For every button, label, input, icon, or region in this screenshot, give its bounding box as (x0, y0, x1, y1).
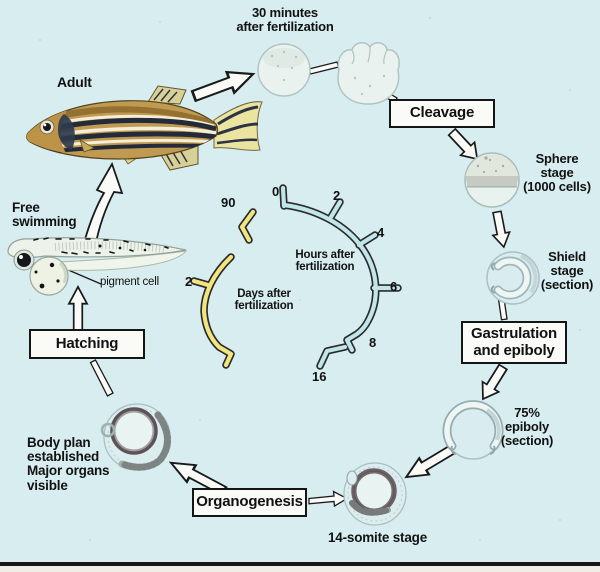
bottom-margin-strip (0, 566, 600, 572)
label-30-minutes: 30 minutes after fertilization (236, 5, 334, 35)
arrow-sphere-to-shield (487, 209, 514, 250)
connector-organogenesis-to-somite (308, 490, 349, 508)
arrow-adult-to-egg (188, 62, 259, 108)
label-free-swimming: Free swimming (12, 200, 77, 230)
days-tick-2: 2 (185, 274, 193, 289)
arrow-gastrulation-to-epiboly (474, 361, 512, 405)
connector-lines (89, 61, 508, 508)
days-tick-90: 90 (221, 195, 236, 210)
hours-tick-2: 2 (333, 188, 341, 203)
sphere-stage-embryo-illustration (464, 152, 520, 208)
hours-tick-4: 4 (377, 225, 385, 240)
label-sphere-stage: Sphere stage (1000 cells) (523, 151, 591, 195)
bodyplan-embryo-illustration (100, 403, 171, 471)
hours-tick-6: 6 (390, 279, 398, 294)
arrow-hatching-to-larva (68, 285, 88, 332)
background-speckles (29, 17, 581, 541)
organogenesis-box: Organogenesis (192, 488, 307, 517)
hours-tick-0: 0 (272, 184, 280, 199)
label-75-epiboly: 75% epiboly (section) (500, 405, 554, 449)
label-adult: Adult (57, 74, 92, 90)
days-arc (190, 208, 257, 369)
hours-axis-label: Hours after fertilization (295, 249, 355, 274)
hatching-box: Hatching (29, 329, 145, 359)
bottom-border-line (0, 562, 600, 566)
arrow-larva-to-adult (82, 161, 124, 249)
cycle-arrows (68, 62, 514, 501)
larva-illustration (7, 237, 188, 296)
gastrulation-box: Gastrulation and epiboly (461, 321, 567, 364)
epiboly-embryo-illustration (442, 400, 504, 460)
label-body-plan: Body plan established Major organs visib… (27, 435, 110, 493)
one-cell-embryo-illustration (257, 43, 311, 97)
connector-hatching-to-bodyplan (89, 359, 114, 397)
hours-tick-16: 16 (312, 369, 327, 384)
cleavage-box: Cleavage (389, 99, 495, 128)
connector-sphere-to-cleavage-embryo (308, 61, 340, 75)
shield-stage-embryo-illustration (486, 251, 540, 305)
days-axis-label: Days after fertilization (234, 288, 294, 313)
adult-fish-illustration (26, 85, 263, 171)
hours-arc (279, 184, 402, 370)
label-pigment-cell: pigment cell (100, 276, 159, 288)
hours-tick-8: 8 (369, 335, 377, 350)
label-shield-stage: Shield stage (section) (540, 249, 594, 293)
somite-embryo-illustration (343, 462, 407, 526)
cleavage-embryo-illustration (337, 42, 400, 105)
label-14-somite: 14-somite stage (327, 530, 428, 545)
